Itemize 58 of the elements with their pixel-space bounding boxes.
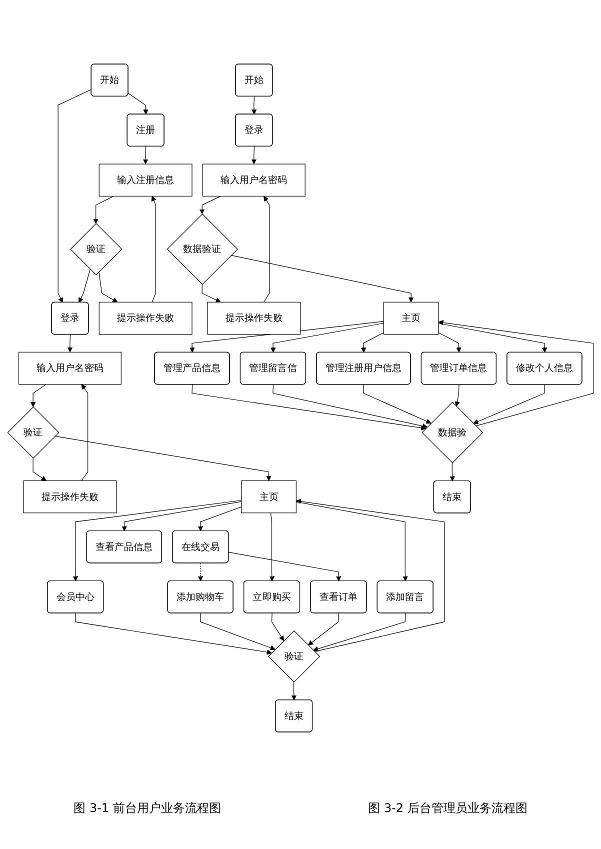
arrow <box>198 506 242 532</box>
arrow <box>251 146 257 164</box>
arrow <box>151 196 156 302</box>
node-box: 输入用户名密码 <box>18 352 122 385</box>
node-box: 主页 <box>241 480 296 514</box>
arrow <box>75 612 272 655</box>
arrow <box>450 462 455 482</box>
arrow <box>438 320 594 426</box>
arrow <box>473 384 546 424</box>
arrow <box>93 196 114 224</box>
arrow <box>81 384 88 482</box>
node-box: 主页 <box>383 302 439 335</box>
figure-caption: 图 3-1 前台用户业务流程图 <box>74 800 221 817</box>
arrow <box>313 612 406 652</box>
arrow <box>438 323 548 353</box>
arrow <box>251 96 257 115</box>
arrow <box>296 502 408 582</box>
arrow <box>142 146 148 164</box>
node-box: 提示操作失败 <box>23 480 117 514</box>
arrow <box>198 562 204 582</box>
figure-caption: 图 3-2 后台管理员业务流程图 <box>368 800 528 817</box>
node-diamond: 验证 <box>70 223 122 276</box>
arrow <box>363 384 432 424</box>
arrow <box>32 458 46 481</box>
node-box: 输入注册信息 <box>98 164 192 196</box>
arrow <box>30 384 47 408</box>
arrow <box>98 271 118 302</box>
arrow <box>122 501 242 532</box>
arrow <box>192 384 426 430</box>
arrow <box>67 334 73 352</box>
arrow <box>308 612 340 646</box>
arrow <box>228 552 342 582</box>
arrow <box>271 612 284 641</box>
arrow <box>270 322 384 353</box>
arrow <box>78 268 90 303</box>
arrow <box>264 196 270 302</box>
node-box: 输入用户名密码 <box>202 164 306 196</box>
arrow <box>454 384 460 407</box>
arrow <box>360 332 384 353</box>
node-diamond: 验证 <box>268 630 320 682</box>
arrow <box>200 612 276 650</box>
arrow <box>230 255 414 302</box>
node-box: 提示操作失败 <box>98 302 192 335</box>
arrow <box>202 284 221 302</box>
node-box: 提示操作失败 <box>207 302 301 335</box>
arrow <box>54 436 272 481</box>
node-diamond: 验证 <box>7 406 60 459</box>
arrow <box>269 512 275 582</box>
arrow <box>200 196 221 214</box>
arrow <box>272 384 428 429</box>
arrow <box>58 89 92 303</box>
arrow <box>128 92 148 115</box>
node-diamond: 数据验 <box>422 402 484 464</box>
node-diamond: 数据验证 <box>166 214 238 285</box>
arrow <box>438 332 462 353</box>
arrow <box>296 498 445 652</box>
arrow <box>291 682 297 700</box>
arrow <box>72 500 242 582</box>
